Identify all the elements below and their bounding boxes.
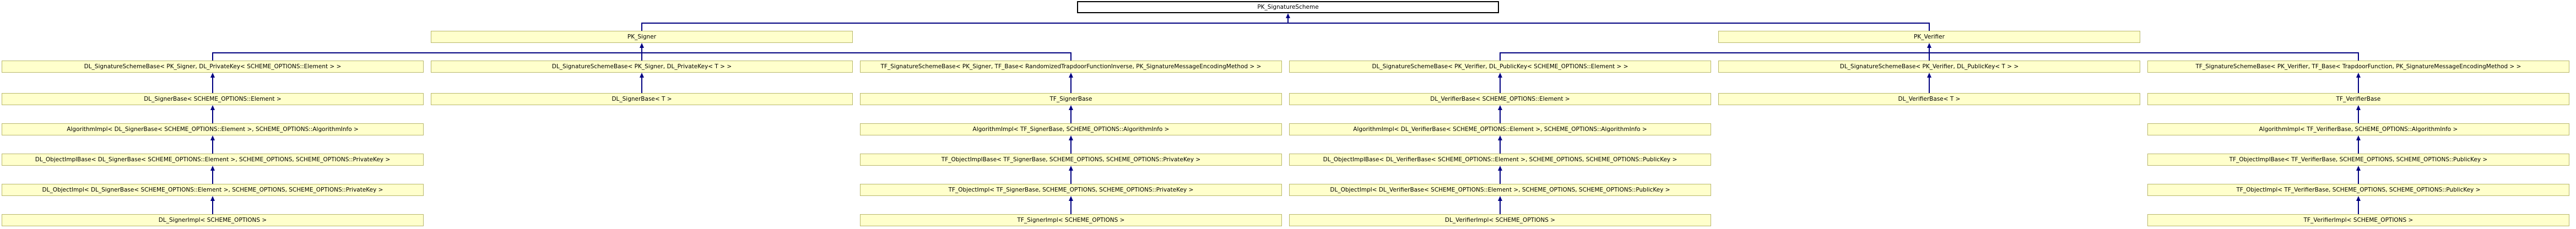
edge-child-stub: [1500, 52, 1501, 61]
class-node-algorithmimpl-tf-signerbase-scheme-optio[interactable]: AlgorithmImpl< TF_SignerBase, SCHEME_OPT…: [860, 123, 1282, 135]
class-node-tf-signerimpl-scheme-options[interactable]: TF_SignerImpl< SCHEME_OPTIONS >: [860, 214, 1282, 226]
edge-chain-line: [212, 169, 213, 184]
class-node-tf-objectimpl-tf-signerbase-scheme-optio[interactable]: TF_ObjectImpl< TF_SignerBase, SCHEME_OPT…: [860, 184, 1282, 196]
arrow-up-icon: [1498, 73, 1502, 78]
arrow-up-icon: [1286, 13, 1290, 18]
class-node-dl-signatureschemebase-pk-verifier-dl-pu[interactable]: DL_SignatureSchemeBase< PK_Verifier, DL_…: [1718, 61, 2140, 73]
arrow-up-icon: [1498, 135, 1502, 140]
arrow-up-icon: [1069, 166, 1073, 171]
class-node-dl-signerbase-t[interactable]: DL_SignerBase< T >: [431, 93, 853, 105]
edge-bus-line: [641, 23, 1930, 24]
edge-chain-line: [1929, 76, 1930, 93]
edge-chain-line: [1500, 169, 1501, 184]
edge-chain-line: [1070, 169, 1071, 184]
arrow-up-icon: [1927, 73, 1931, 78]
class-node-pk-signaturescheme[interactable]: PK_SignatureScheme: [1077, 1, 1499, 13]
edge-parent-stub: [641, 46, 642, 53]
class-node-tf-verifierbase[interactable]: TF_VerifierBase: [2147, 93, 2569, 105]
class-node-dl-objectimplbase-dl-signerbase-scheme-o[interactable]: DL_ObjectImplBase< DL_SignerBase< SCHEME…: [2, 154, 424, 166]
arrow-up-icon: [210, 105, 215, 110]
edge-chain-line: [1500, 76, 1501, 93]
class-node-algorithmimpl-dl-signerbase-scheme-optio[interactable]: AlgorithmImpl< DL_SignerBase< SCHEME_OPT…: [2, 123, 424, 135]
class-node-dl-signatureschemebase-pk-signer-dl-priv[interactable]: DL_SignatureSchemeBase< PK_Signer, DL_Pr…: [2, 61, 424, 73]
edge-chain-line: [2358, 108, 2359, 123]
arrow-up-icon: [210, 73, 215, 78]
edge-chain-line: [212, 108, 213, 123]
edge-chain-line: [212, 76, 213, 93]
edge-chain-line: [212, 139, 213, 154]
edge-chain-line: [1070, 199, 1071, 214]
edge-child-stub: [212, 52, 213, 61]
edge-chain-line: [1070, 108, 1071, 123]
arrow-up-icon: [2356, 73, 2361, 78]
edge-child-stub: [1929, 23, 1930, 31]
class-node-dl-objectimpl-dl-verifierbase-scheme-opt[interactable]: DL_ObjectImpl< DL_VerifierBase< SCHEME_O…: [1289, 184, 1711, 196]
class-node-tf-signatureschemebase-pk-signer-tf-base[interactable]: TF_SignatureSchemeBase< PK_Signer, TF_Ba…: [860, 61, 1282, 73]
edge-chain-line: [2358, 199, 2359, 214]
arrow-up-icon: [1069, 105, 1073, 110]
edge-child-stub: [641, 52, 642, 61]
class-node-dl-signerbase-scheme-options-element[interactable]: DL_SignerBase< SCHEME_OPTIONS::Element >: [2, 93, 424, 105]
class-node-dl-verifierbase-t[interactable]: DL_VerifierBase< T >: [1718, 93, 2140, 105]
edge-parent-stub: [1929, 46, 1930, 53]
arrow-up-icon: [1498, 196, 1502, 201]
arrow-up-icon: [1498, 166, 1502, 171]
arrow-up-icon: [640, 43, 644, 48]
arrow-up-icon: [1069, 135, 1073, 140]
class-node-tf-verifierimpl-scheme-options[interactable]: TF_VerifierImpl< SCHEME_OPTIONS >: [2147, 214, 2569, 226]
class-node-dl-verifierbase-scheme-options-element[interactable]: DL_VerifierBase< SCHEME_OPTIONS::Element…: [1289, 93, 1711, 105]
edge-chain-line: [2358, 169, 2359, 184]
class-node-dl-objectimpl-dl-signerbase-scheme-optio[interactable]: DL_ObjectImpl< DL_SignerBase< SCHEME_OPT…: [2, 184, 424, 196]
arrow-up-icon: [1498, 105, 1502, 110]
edge-chain-line: [1500, 199, 1501, 214]
class-node-pk-verifier[interactable]: PK_Verifier: [1718, 31, 2140, 43]
edge-chain-line: [1500, 108, 1501, 123]
class-node-tf-objectimplbase-tf-verifierbase-scheme[interactable]: TF_ObjectImplBase< TF_VerifierBase, SCHE…: [2147, 154, 2569, 166]
class-node-algorithmimpl-dl-verifierbase-scheme-opt[interactable]: AlgorithmImpl< DL_VerifierBase< SCHEME_O…: [1289, 123, 1711, 135]
class-node-dl-signerimpl-scheme-options[interactable]: DL_SignerImpl< SCHEME_OPTIONS >: [2, 214, 424, 226]
class-node-pk-signer[interactable]: PK_Signer: [431, 31, 853, 43]
edge-child-stub: [1070, 52, 1071, 61]
class-node-dl-objectimplbase-dl-verifierbase-scheme[interactable]: DL_ObjectImplBase< DL_VerifierBase< SCHE…: [1289, 154, 1711, 166]
arrow-up-icon: [2356, 105, 2361, 110]
edge-child-stub: [1929, 52, 1930, 61]
arrow-up-icon: [1069, 196, 1073, 201]
edge-chain-line: [2358, 76, 2359, 93]
edge-chain-line: [1070, 76, 1071, 93]
arrow-up-icon: [2356, 135, 2361, 140]
arrow-up-icon: [210, 166, 215, 171]
class-node-tf-signatureschemebase-pk-verifier-tf-ba[interactable]: TF_SignatureSchemeBase< PK_Verifier, TF_…: [2147, 61, 2569, 73]
arrow-up-icon: [640, 73, 644, 78]
arrow-up-icon: [2356, 166, 2361, 171]
arrow-up-icon: [2356, 196, 2361, 201]
arrow-up-icon: [1927, 43, 1931, 48]
edge-parent-stub: [1287, 17, 1289, 24]
edge-chain-line: [1070, 139, 1071, 154]
edge-chain-line: [212, 199, 213, 214]
arrow-up-icon: [210, 196, 215, 201]
class-node-dl-signatureschemebase-pk-verifier-dl-pu[interactable]: DL_SignatureSchemeBase< PK_Verifier, DL_…: [1289, 61, 1711, 73]
class-node-algorithmimpl-tf-verifierbase-scheme-opt[interactable]: AlgorithmImpl< TF_VerifierBase, SCHEME_O…: [2147, 123, 2569, 135]
edge-chain-line: [1500, 139, 1501, 154]
edge-child-stub: [2358, 52, 2359, 61]
arrow-up-icon: [210, 135, 215, 140]
class-node-tf-objectimplbase-tf-signerbase-scheme-o[interactable]: TF_ObjectImplBase< TF_SignerBase, SCHEME…: [860, 154, 1282, 166]
class-node-tf-objectimpl-tf-verifierbase-scheme-opt[interactable]: TF_ObjectImpl< TF_VerifierBase, SCHEME_O…: [2147, 184, 2569, 196]
class-node-dl-verifierimpl-scheme-options[interactable]: DL_VerifierImpl< SCHEME_OPTIONS >: [1289, 214, 1711, 226]
edge-chain-line: [2358, 139, 2359, 154]
arrow-up-icon: [1069, 73, 1073, 78]
edge-chain-line: [641, 76, 642, 93]
class-node-tf-signerbase[interactable]: TF_SignerBase: [860, 93, 1282, 105]
edge-child-stub: [641, 23, 642, 31]
class-node-dl-signatureschemebase-pk-signer-dl-priv[interactable]: DL_SignatureSchemeBase< PK_Signer, DL_Pr…: [431, 61, 853, 73]
